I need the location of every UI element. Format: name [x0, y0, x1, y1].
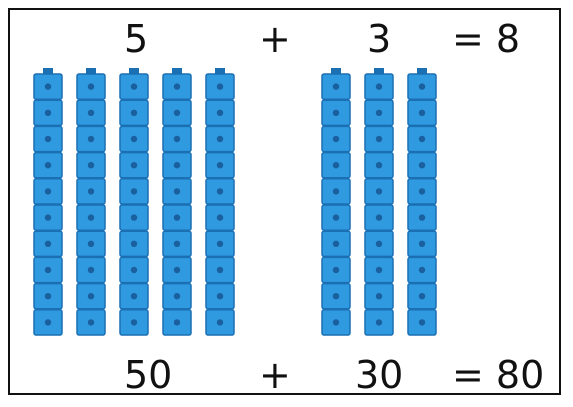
cube-dot — [131, 188, 137, 194]
cube-dot — [333, 162, 339, 168]
cube-dot — [45, 110, 51, 116]
bottom-sum: = 80 — [452, 356, 544, 394]
cube-dot — [131, 241, 137, 247]
cube-dot — [217, 293, 223, 299]
ten-rod-right-2 — [365, 68, 393, 335]
cube-dot — [88, 241, 94, 247]
cube-dot — [419, 188, 425, 194]
ten-rod-left-1 — [34, 68, 62, 335]
cube-dot — [45, 188, 51, 194]
ten-rod-left-2 — [77, 68, 105, 335]
cube-dot — [174, 267, 180, 273]
cube-dot — [88, 214, 94, 220]
cube-dot — [131, 136, 137, 142]
cube-dot — [45, 83, 51, 89]
cube-dot — [131, 214, 137, 220]
cube-dot — [174, 319, 180, 325]
cube-dot — [217, 162, 223, 168]
cube-dot — [131, 293, 137, 299]
cube-dot — [333, 110, 339, 116]
cube-dot — [419, 267, 425, 273]
cube-dot — [88, 83, 94, 89]
cube-dot — [45, 214, 51, 220]
cube-dot — [45, 267, 51, 273]
cube-dot — [131, 267, 137, 273]
cube-dot — [333, 83, 339, 89]
cube-dot — [419, 214, 425, 220]
cube-dot — [333, 319, 339, 325]
cube-dot — [88, 136, 94, 142]
cube-dot — [217, 214, 223, 220]
cube-dot — [333, 293, 339, 299]
cube-dot — [45, 136, 51, 142]
cube-dot — [174, 136, 180, 142]
cube-dot — [174, 214, 180, 220]
cube-dot — [376, 293, 382, 299]
cube-dot — [217, 267, 223, 273]
cube-dot — [131, 83, 137, 89]
cube-dot — [376, 241, 382, 247]
cube-dot — [333, 214, 339, 220]
cube-dot — [333, 241, 339, 247]
cube-dot — [174, 110, 180, 116]
cube-dot — [376, 267, 382, 273]
cube-dot — [88, 319, 94, 325]
ten-rod-right-3 — [408, 68, 436, 335]
cube-dot — [88, 293, 94, 299]
bottom-addend-left: 50 — [124, 356, 172, 394]
cube-dot — [419, 319, 425, 325]
cube-dot — [217, 136, 223, 142]
cube-dot — [333, 136, 339, 142]
cube-dot — [174, 83, 180, 89]
ten-rod-left-4 — [163, 68, 191, 335]
cube-dot — [217, 241, 223, 247]
cube-dot — [419, 241, 425, 247]
cube-dot — [88, 162, 94, 168]
cube-dot — [88, 188, 94, 194]
cube-dot — [174, 241, 180, 247]
cube-dot — [419, 136, 425, 142]
cube-dot — [376, 319, 382, 325]
ten-rod-left-5 — [206, 68, 234, 335]
cube-dot — [45, 162, 51, 168]
cube-dot — [88, 110, 94, 116]
cube-dot — [376, 214, 382, 220]
cube-dot — [45, 319, 51, 325]
cube-dot — [333, 267, 339, 273]
cube-dot — [376, 188, 382, 194]
bottom-addend-right: 30 — [355, 356, 403, 394]
cube-dot — [419, 110, 425, 116]
cube-dot — [376, 110, 382, 116]
cube-dot — [419, 293, 425, 299]
cube-dot — [376, 83, 382, 89]
cube-dot — [174, 162, 180, 168]
cube-dot — [174, 293, 180, 299]
cube-dot — [419, 83, 425, 89]
bottom-plus-sign: + — [259, 356, 291, 394]
cube-dot — [88, 267, 94, 273]
cube-dot — [174, 188, 180, 194]
cube-dot — [131, 319, 137, 325]
ten-rod-right-1 — [322, 68, 350, 335]
cube-dot — [419, 162, 425, 168]
cube-dot — [376, 136, 382, 142]
cube-dot — [131, 110, 137, 116]
cube-dot — [217, 83, 223, 89]
cube-dot — [333, 188, 339, 194]
cube-dot — [376, 162, 382, 168]
cube-dot — [217, 319, 223, 325]
cube-dot — [45, 293, 51, 299]
ten-rod-left-3 — [120, 68, 148, 335]
cube-dot — [45, 241, 51, 247]
cube-dot — [217, 188, 223, 194]
cube-dot — [217, 110, 223, 116]
cube-dot — [131, 162, 137, 168]
